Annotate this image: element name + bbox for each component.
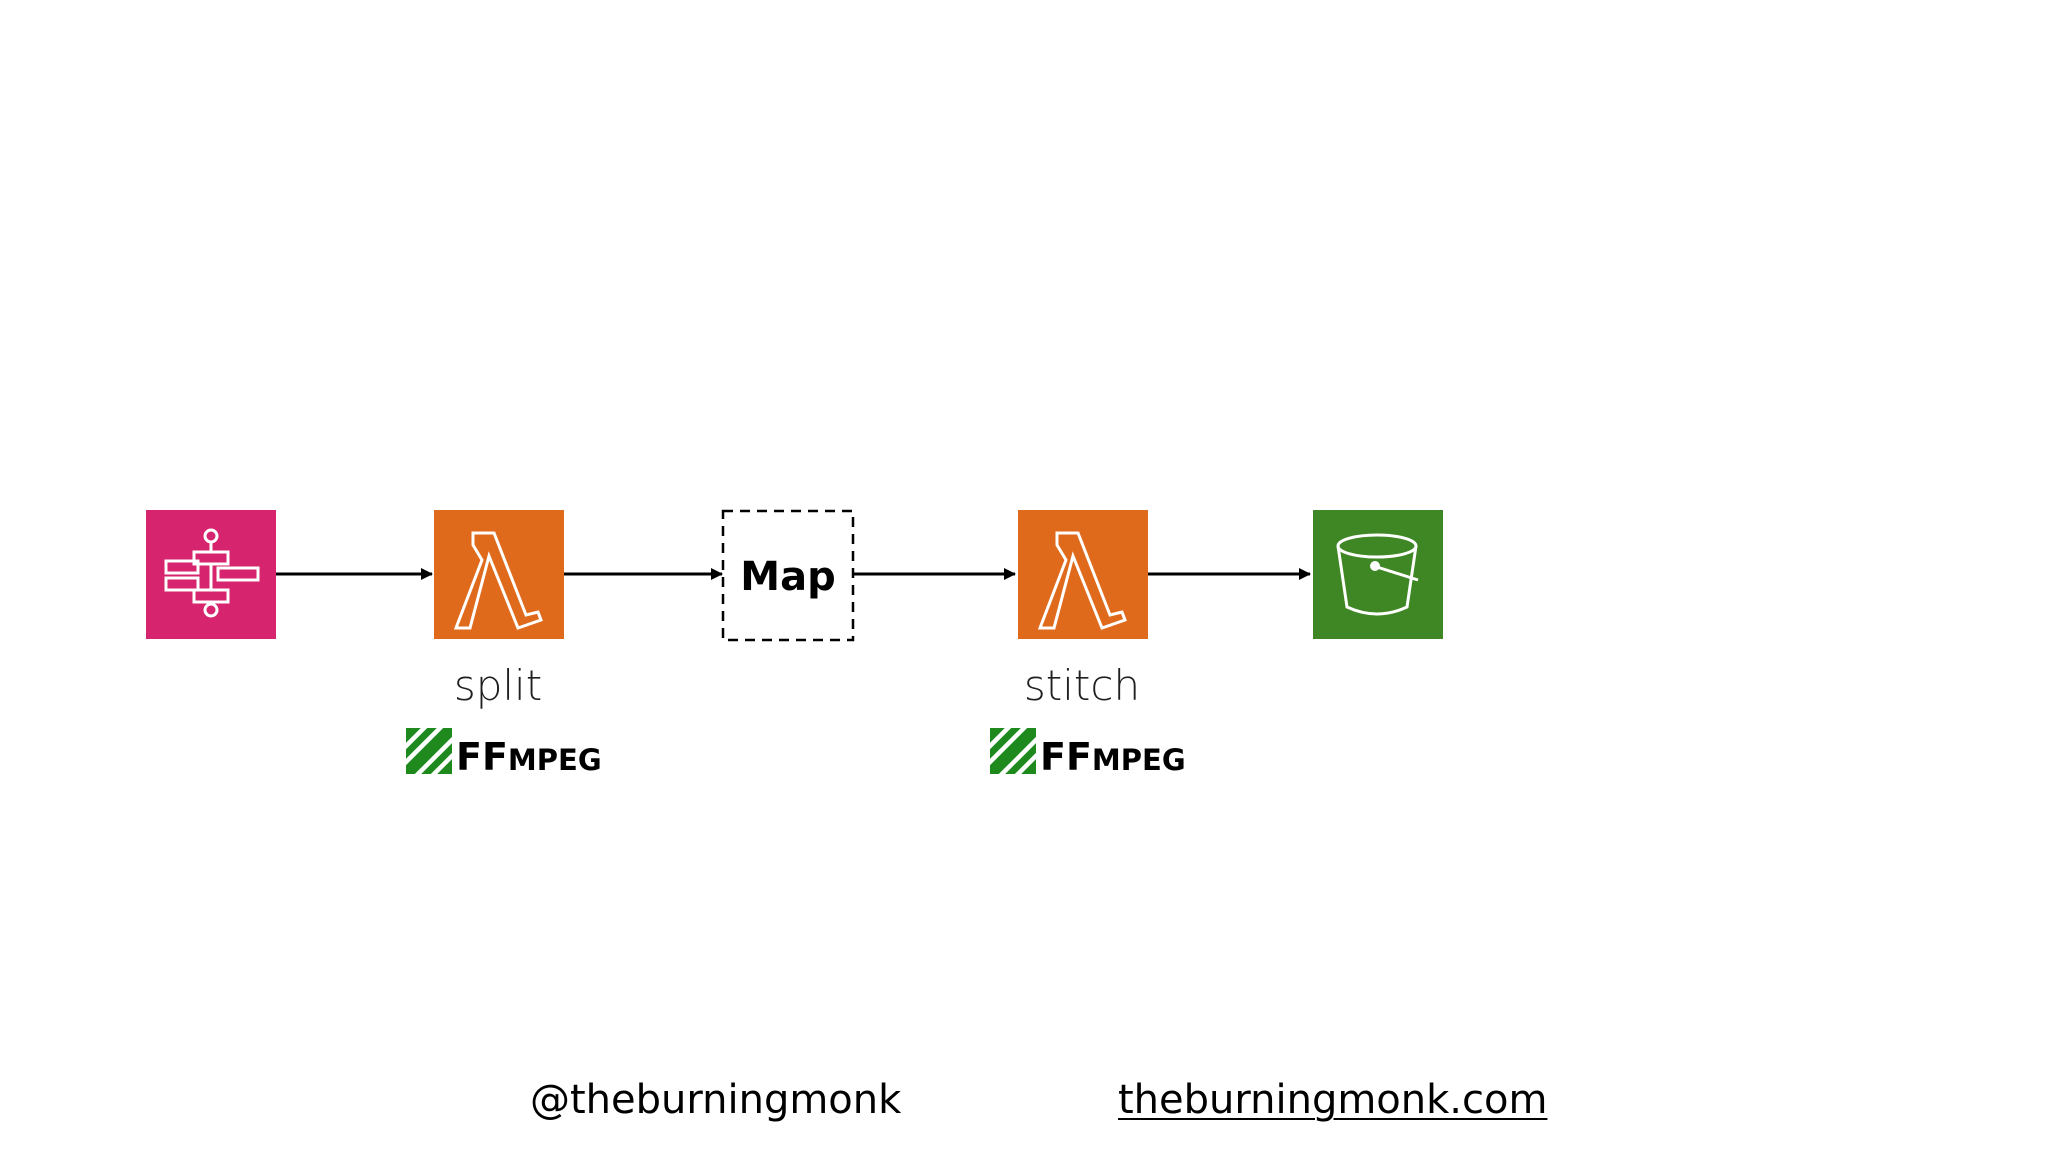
lambda-icon [1037, 531, 1127, 630]
twitter-handle: @theburningmonk [530, 1077, 902, 1123]
split-label: split [453, 661, 543, 710]
svg-text:FFMPEG: FFMPEG [1040, 735, 1186, 779]
map-state-node: Map [721, 509, 855, 642]
s3-bucket-node [1313, 510, 1443, 639]
bucket-icon [1336, 533, 1419, 616]
lambda-split-node [434, 510, 564, 639]
ffmpeg-logo-stitch: FFMPEG [986, 724, 1186, 779]
step-functions-node [146, 510, 276, 639]
map-label: Map [740, 554, 835, 600]
lambda-stitch-node [1018, 510, 1148, 639]
state-machine-icon [164, 528, 260, 618]
svg-text:FFMPEG: FFMPEG [456, 735, 602, 779]
ffmpeg-logo-split: FFMPEG [402, 724, 602, 779]
stitch-label: stitch [1023, 661, 1141, 710]
lambda-icon [453, 531, 543, 630]
website-link[interactable]: theburningmonk.com [1118, 1077, 1548, 1123]
